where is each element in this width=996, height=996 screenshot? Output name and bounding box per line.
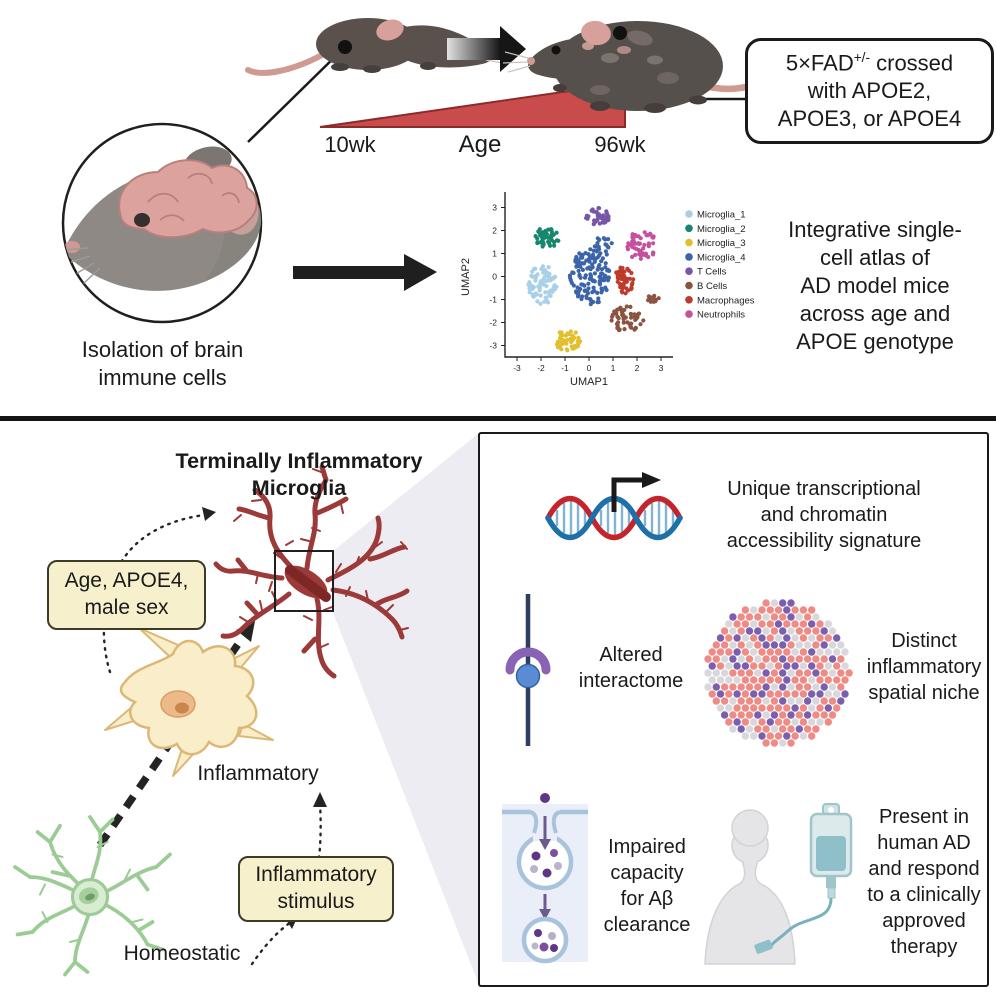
inflammatory-microglia-icon	[104, 627, 274, 777]
dotted-arrow-homeostatic-stimulus	[250, 916, 298, 966]
umap-xlabel: UMAP1	[570, 376, 608, 388]
fad-genotype-superscript: +/-	[853, 49, 870, 65]
umap-ylabel: UMAP2	[460, 258, 472, 296]
age-start-label: 10wk	[324, 132, 376, 157]
svg-text:3: 3	[492, 203, 497, 213]
svg-text:3: 3	[659, 363, 664, 373]
stimulus-callout: Inflammatory stimulus	[238, 856, 394, 922]
fad-prefix: 5×FAD	[785, 50, 854, 76]
svg-text:-3: -3	[489, 341, 497, 351]
svg-text:-1: -1	[561, 363, 569, 373]
umap-points-Microglia_4	[567, 236, 614, 307]
zoom-square	[274, 550, 334, 612]
spatial-hexbin-icon	[704, 599, 853, 747]
dna-transcription-icon	[545, 472, 683, 541]
terminal-microglia-title: Terminally Inflammatory Microglia	[175, 449, 423, 501]
age-end-label: 96wk	[594, 132, 646, 157]
svg-text:-2: -2	[489, 318, 497, 328]
fad-cross-callout: 5×FAD+/- crossed with APOE2, APOE3, or A…	[745, 38, 994, 144]
clearance-caption: Impaired capacity for Aβ clearance	[603, 836, 691, 936]
receptor-interactome-icon	[505, 594, 551, 746]
section-divider	[0, 416, 996, 421]
svg-text:0: 0	[587, 363, 592, 373]
homeostatic-label: Homeostatic	[123, 942, 241, 965]
svg-text:-1: -1	[489, 295, 497, 305]
svg-text:B Cells: B Cells	[697, 281, 727, 292]
svg-text:2: 2	[492, 226, 497, 236]
svg-text:Macrophages: Macrophages	[697, 295, 755, 306]
patient-iv-icon	[704, 803, 853, 965]
bottom-illustration	[13, 433, 479, 985]
umap-points-Microglia_3	[554, 329, 583, 353]
umap-axes: -3 -2 -1 0 1 2 3 -3 -2 -1 0 1 2 3	[489, 192, 673, 373]
umap-legend: Microglia_1Microglia_2Microglia_3Microgl…	[685, 210, 755, 321]
svg-text:Microglia_3: Microglia_3	[697, 238, 746, 249]
inflammatory-label: Inflammatory	[197, 762, 319, 785]
homeostatic-microglia-icon	[13, 815, 172, 977]
age-label: Age	[458, 131, 502, 158]
svg-text:-2: -2	[537, 363, 545, 373]
interactome-caption: Altered interactome	[578, 644, 684, 692]
svg-text:Microglia_1: Microglia_1	[697, 210, 746, 221]
umap-points-Macrophages	[614, 265, 636, 296]
gradient-arrow-icon	[447, 26, 526, 72]
svg-text:-3: -3	[513, 363, 521, 373]
svg-text:Microglia_4: Microglia_4	[697, 252, 746, 263]
umap-points-Neutrophils	[625, 230, 656, 261]
spatial-caption: Distinct inflammatory spatial niche	[866, 630, 982, 704]
stimulus-text: Inflammatory stimulus	[255, 863, 377, 913]
svg-text:1: 1	[492, 249, 497, 259]
svg-text:T Cells: T Cells	[697, 267, 727, 278]
svg-text:Microglia_2: Microglia_2	[697, 224, 746, 235]
umap-points-B Cells	[609, 293, 661, 333]
fad-rest: crossed with APOE2, APOE3, or APOE4	[777, 50, 962, 132]
dotted-arrow-stimulus-up	[313, 792, 327, 860]
umap-points-Microglia_1	[526, 264, 559, 306]
transcription-caption: Unique transcriptional and chromatin acc…	[726, 478, 922, 552]
umap-points-T Cells	[584, 206, 611, 227]
svg-text:0: 0	[492, 272, 497, 282]
brain-isolation-icon	[61, 122, 263, 324]
top-illustration	[61, 18, 795, 324]
age-apoe-callout: Age, APOE4, male sex	[47, 560, 206, 630]
svg-text:1: 1	[611, 363, 616, 373]
therapy-caption: Present in human AD and respond to a cli…	[867, 806, 981, 958]
umap-points-Microglia_2	[533, 227, 561, 249]
magnify-funnel	[332, 433, 479, 985]
fad-cross-text: 5×FAD+/- crossed with APOE2, APOE3, or A…	[778, 49, 961, 133]
isolation-caption: Isolation of brain immune cells	[81, 337, 244, 390]
svg-text:2: 2	[635, 363, 640, 373]
arrow-right-icon	[293, 254, 437, 291]
svg-text:Neutrophils: Neutrophils	[697, 310, 745, 321]
connector-line-young	[247, 46, 346, 143]
age-apoe-text: Age, APOE4, male sex	[64, 569, 189, 619]
phagocytosis-vesicle-icon	[502, 793, 588, 964]
atlas-caption: Integrative single- cell atlas of AD mod…	[788, 217, 962, 354]
